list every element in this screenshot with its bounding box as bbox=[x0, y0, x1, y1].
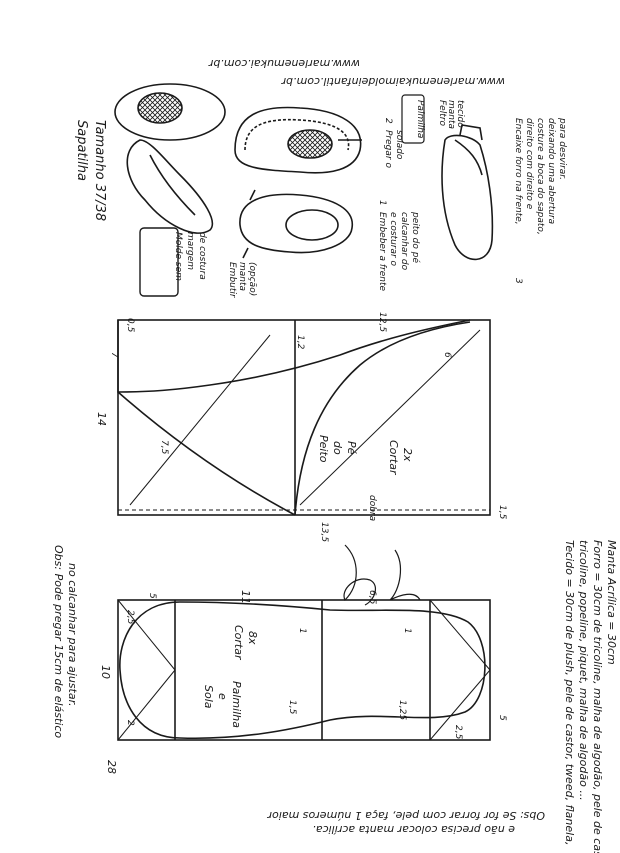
sole-inner-a: 1,5 bbox=[287, 700, 297, 715]
sole-part-measure: 6,5 bbox=[367, 590, 377, 605]
step-1-text-1: 1 bbox=[377, 200, 387, 206]
step-1-text-4: peito do pé bbox=[410, 211, 421, 263]
step-3-text-3: costure a boca do sapato, bbox=[535, 118, 545, 235]
tecido-line-1: Tecido = 30cm de plush, pele de castor, … bbox=[563, 540, 576, 845]
feltro-tag-1: Feltro bbox=[437, 100, 447, 126]
tecido-line-4: Manta Acrílica = 30cm bbox=[605, 540, 618, 665]
mold-note-3: de costura bbox=[197, 232, 207, 280]
mold-note-2: margem bbox=[185, 232, 195, 270]
obs-top-1: Obs: Pode pregar 15cm de elástico bbox=[52, 545, 65, 738]
step-1-text-2: e costurar o bbox=[388, 212, 398, 267]
feltro-tag-3: tecido bbox=[455, 100, 465, 128]
step-3-text-4: deixando uma abertura bbox=[546, 118, 556, 224]
obs-top-2: no calcanhar para ajustar. bbox=[66, 563, 79, 707]
upper-fold-label: dobra bbox=[367, 495, 377, 521]
sole-total-measure: 28 bbox=[105, 760, 118, 774]
upper-bottom-left-measure: 13,5 bbox=[319, 522, 329, 542]
signature bbox=[343, 544, 421, 606]
step-2-text-2: solado bbox=[394, 130, 404, 160]
website-line-2: www.marlenemukaimoldeinfantil.com.br bbox=[280, 75, 505, 88]
upper-mid-measure: 1,2 bbox=[295, 335, 305, 350]
sole-piece-name-2: e bbox=[216, 693, 229, 700]
upper-top-right-measure: 12,5 bbox=[377, 312, 387, 332]
mold-note-1: Molde sem bbox=[173, 232, 183, 281]
upper-piece-name-1: Peito bbox=[317, 435, 330, 463]
sole-top-left-small: 2,5 bbox=[125, 610, 135, 625]
sole-small-b: 1 bbox=[402, 628, 412, 634]
sole-width-measure: 10 bbox=[99, 665, 112, 679]
sole-sewing-illustration bbox=[234, 106, 362, 174]
upper-left-big-measure: 14 bbox=[95, 412, 108, 426]
sole-bottom-left-measure: 2 bbox=[125, 720, 135, 726]
sole-top-left-measure: 5 bbox=[147, 593, 157, 599]
sole-bottom-illustration bbox=[239, 189, 353, 259]
sole-bottom-right-measure: 2,5 bbox=[453, 725, 463, 740]
sole-piece-name-1: Sola bbox=[202, 685, 215, 709]
embutir-note-2: manta bbox=[237, 262, 247, 291]
sole-pattern-piece bbox=[117, 599, 491, 741]
obs-bottom-1: Obs: Se for forrar com pele, faça 1 núme… bbox=[266, 809, 545, 822]
step-3-text-1: Encaixe forro na frente, bbox=[513, 118, 523, 225]
upper-piece-name-3: Pé bbox=[345, 441, 358, 455]
step-3-id: 3 bbox=[513, 278, 523, 284]
upper-top-left-measure: 0,5 bbox=[125, 318, 135, 333]
embutir-note-3: (opção) bbox=[247, 262, 257, 296]
sole-piece-name-3: Palmilha bbox=[230, 681, 243, 728]
tecido-line-2: tricoline, popeline, piquet, malha de al… bbox=[577, 540, 590, 801]
sole-small-a: 1 bbox=[297, 628, 307, 634]
lining-illustration bbox=[441, 124, 494, 261]
sole-inner-b: 1,25 bbox=[397, 700, 407, 720]
slipper-top-view-illustration bbox=[114, 83, 226, 141]
embutir-note-1: Embutir bbox=[227, 262, 237, 299]
upper-cut-2: 2x bbox=[401, 448, 414, 462]
title-line-2: Tamanho 37/38 bbox=[92, 120, 107, 221]
upper-pattern-piece bbox=[117, 319, 491, 516]
step-2-id: 2 bbox=[383, 118, 393, 124]
feltro-tag-2: manta bbox=[446, 100, 456, 129]
upper-bottom-right-measure: 1,5 bbox=[497, 505, 507, 520]
sole-right-measure: 5 bbox=[497, 715, 507, 721]
website-line-1: www.marlenemukai.com.br bbox=[207, 57, 360, 70]
upper-cut-1: Cortar bbox=[387, 440, 400, 476]
upper-right-diag-measure: 6 bbox=[442, 352, 452, 358]
sole-cut-1: Cortar bbox=[232, 625, 245, 661]
upper-diagonal-measure: 7,5 bbox=[159, 440, 169, 455]
tecido-line-3: Forro = 30cm de tricoline, malha de algo… bbox=[591, 540, 604, 853]
step-2-text-1: Pregar o bbox=[383, 130, 393, 168]
sole-cut-2: 8x bbox=[246, 631, 259, 645]
title-line-1: Sapatilha bbox=[74, 120, 89, 181]
step-3-text-2: direito com direito e bbox=[524, 118, 534, 210]
step-3-text-5: para desvirar. bbox=[557, 117, 567, 180]
upper-piece-name-2: do bbox=[331, 441, 344, 455]
step-1-text-3: calcanhar do bbox=[399, 212, 409, 271]
sole-length-measure: 11 bbox=[239, 590, 252, 604]
obs-bottom-2: e não precisa colocar manta acrílica. bbox=[312, 823, 515, 836]
slipper-side-view-illustration bbox=[126, 139, 214, 234]
upper-left-small-measure: 7 bbox=[109, 352, 119, 358]
palmilha-tag: Palmilha bbox=[415, 100, 425, 138]
step-1-text-1b: Embeber a frente bbox=[377, 212, 387, 292]
